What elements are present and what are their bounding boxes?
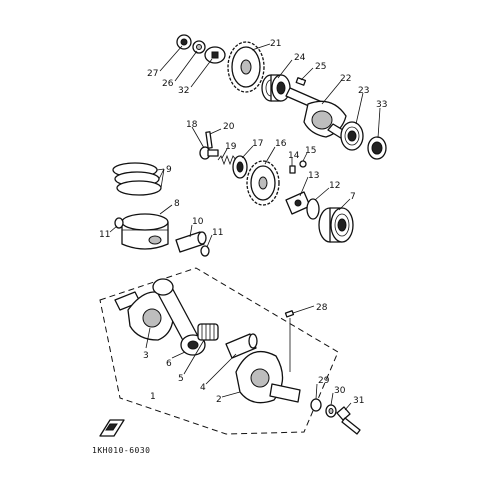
diagram-code: 1KH010-6030 <box>92 446 150 455</box>
callout-22: 22 <box>340 74 351 84</box>
part-25-key <box>295 77 307 86</box>
crankshaft-assembly-outline <box>99 267 339 435</box>
callout-10: 10 <box>192 217 204 227</box>
part-11-circlip-left <box>114 217 124 229</box>
part-18-bolt <box>199 146 219 160</box>
callout-20: 20 <box>223 122 235 132</box>
part-4-crank-pin <box>225 333 258 359</box>
callout-1: 1 <box>150 392 156 402</box>
callout-2: 2 <box>216 395 222 405</box>
callout-15: 15 <box>305 146 316 156</box>
callout-19: 19 <box>225 142 237 152</box>
part-29-washer <box>310 398 322 412</box>
part-17-plate <box>232 155 248 179</box>
part-13-hub <box>285 191 311 215</box>
part-28-key <box>284 310 295 318</box>
part-9-piston-rings <box>112 162 162 196</box>
callout-32: 32 <box>178 86 189 96</box>
part-33-oil-seal <box>367 136 387 160</box>
callout-13: 13 <box>308 171 319 181</box>
callout-12: 12 <box>329 181 340 191</box>
part-12-washer <box>306 198 320 220</box>
part-31-bolt <box>336 406 361 435</box>
callout-28: 28 <box>316 303 328 313</box>
callout-33: 33 <box>376 100 387 110</box>
part-15-pin <box>299 160 307 168</box>
callout-labels: 27 26 32 21 24 25 22 23 33 18 20 19 17 1… <box>99 39 387 406</box>
part-3-crank-left <box>114 291 175 341</box>
part-2-crank-right <box>235 351 301 404</box>
callout-24: 24 <box>294 53 306 63</box>
callout-25: 25 <box>315 62 326 72</box>
callout-14: 14 <box>288 151 300 161</box>
part-8-piston <box>121 213 169 250</box>
callout-21: 21 <box>270 39 281 49</box>
part-19-spring <box>217 154 237 166</box>
callout-16: 16 <box>275 139 287 149</box>
part-16-gear <box>246 160 280 206</box>
callout-9: 9 <box>166 165 172 175</box>
callout-11-right: 11 <box>212 228 223 238</box>
part-11-circlip-right <box>200 245 210 257</box>
part-22-balancer-shaft <box>285 87 349 141</box>
callout-18: 18 <box>186 120 198 130</box>
callout-4: 4 <box>200 383 206 393</box>
part-26-washer <box>192 40 206 54</box>
callout-26: 26 <box>162 79 174 89</box>
part-5-needle-bearing <box>197 323 219 341</box>
part-14-spring <box>289 165 296 174</box>
callout-27: 27 <box>147 69 158 79</box>
part-10-piston-pin <box>175 231 207 253</box>
leader-lines <box>109 43 381 411</box>
callout-5: 5 <box>178 374 184 384</box>
callout-3: 3 <box>143 351 149 361</box>
callout-7: 7 <box>350 192 356 202</box>
part-32-plate <box>204 46 226 64</box>
callout-8: 8 <box>174 199 180 209</box>
part-20-pin <box>205 131 213 149</box>
callout-30: 30 <box>334 386 346 396</box>
part-23-bearing <box>340 121 364 151</box>
callout-6: 6 <box>166 359 172 369</box>
callout-23: 23 <box>358 86 369 96</box>
callout-29: 29 <box>318 376 330 386</box>
callout-11-left: 11 <box>99 230 110 240</box>
book-icon <box>99 419 125 437</box>
part-30-washer <box>325 404 337 418</box>
part-24-bearing <box>261 74 291 102</box>
part-27-nut <box>176 34 192 50</box>
callout-31: 31 <box>353 396 364 406</box>
part-21-gear <box>227 41 265 93</box>
callout-17: 17 <box>252 139 263 149</box>
part-7-bearing <box>318 207 354 243</box>
